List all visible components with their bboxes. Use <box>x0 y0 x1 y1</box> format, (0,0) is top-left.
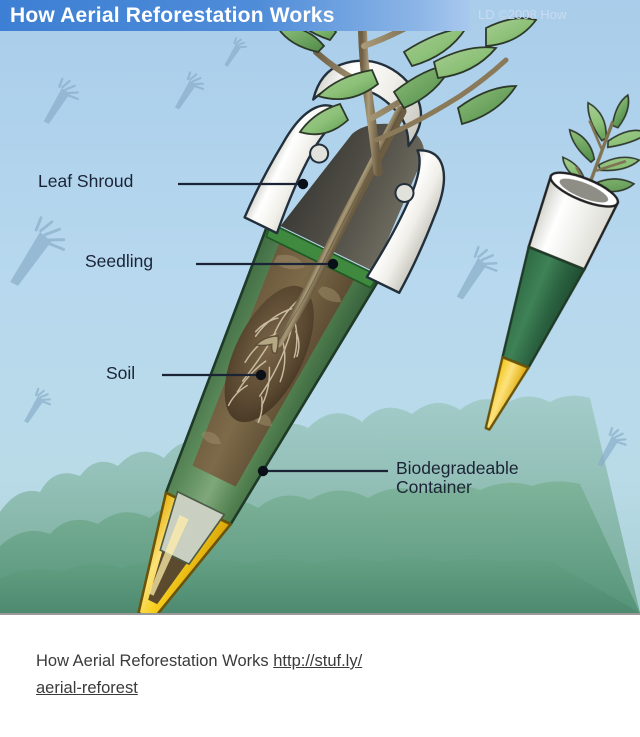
seedling-stem-outline <box>276 110 402 343</box>
falling-dart <box>224 37 247 67</box>
callout-leader-lines <box>162 178 388 477</box>
main-cutaway-dart <box>137 59 446 613</box>
label-soil: Soil <box>106 363 136 383</box>
falling-dart <box>24 387 52 424</box>
falling-dart <box>456 245 498 300</box>
falling-dart-silhouettes <box>10 37 627 467</box>
roots <box>227 300 300 423</box>
copyright-notice: LD ©2008 How <box>478 7 567 22</box>
caption-text: How Aerial Reforestation Works <box>36 652 274 670</box>
falling-dart <box>174 71 205 110</box>
leader-dot-container <box>257 465 269 477</box>
label-container-line1: Biodegradeable <box>396 458 519 478</box>
dart-tip-highlight <box>149 514 189 596</box>
leaf <box>298 102 350 136</box>
leaf-shroud-right <box>365 149 446 294</box>
page-title: How Aerial Reforestation Works <box>10 4 335 27</box>
leaf <box>316 68 380 101</box>
seedling-branch-long <box>373 57 509 143</box>
leaf <box>485 17 538 47</box>
source-link[interactable]: http://stuf.ly/aerial-reforest <box>36 652 362 697</box>
falling-dart <box>10 216 66 286</box>
title-banner <box>0 0 470 31</box>
leader-dot-seedling <box>327 258 339 270</box>
falling-dart <box>597 427 627 467</box>
seedling-root-crown <box>254 335 279 354</box>
leaf <box>456 85 518 126</box>
label-seedling: Seedling <box>85 251 154 271</box>
secondary-dart-cup-hollow <box>559 178 609 203</box>
leader-dot-soil <box>255 369 267 381</box>
source-link-line1: http://stuf.ly/ <box>273 652 363 670</box>
shroud-node-right <box>394 182 415 203</box>
source-link-line2: aerial-reforest <box>36 679 138 697</box>
secondary-dart-tip <box>484 355 530 431</box>
illustration-canvas: How Aerial Reforestation Works LD ©2008 … <box>0 0 640 615</box>
falling-dart <box>43 77 79 124</box>
label-container-line2: Container <box>396 477 472 497</box>
canopy-near <box>0 558 640 613</box>
diagram-svg <box>0 0 640 613</box>
shroud-node-left <box>309 143 330 164</box>
caption: How Aerial Reforestation Works http://st… <box>36 648 616 702</box>
leader-dot-leaf-shroud <box>297 178 309 190</box>
leaf <box>432 46 498 79</box>
label-leaf-shroud: Leaf Shroud <box>38 171 134 191</box>
secondary-dart <box>484 93 640 431</box>
